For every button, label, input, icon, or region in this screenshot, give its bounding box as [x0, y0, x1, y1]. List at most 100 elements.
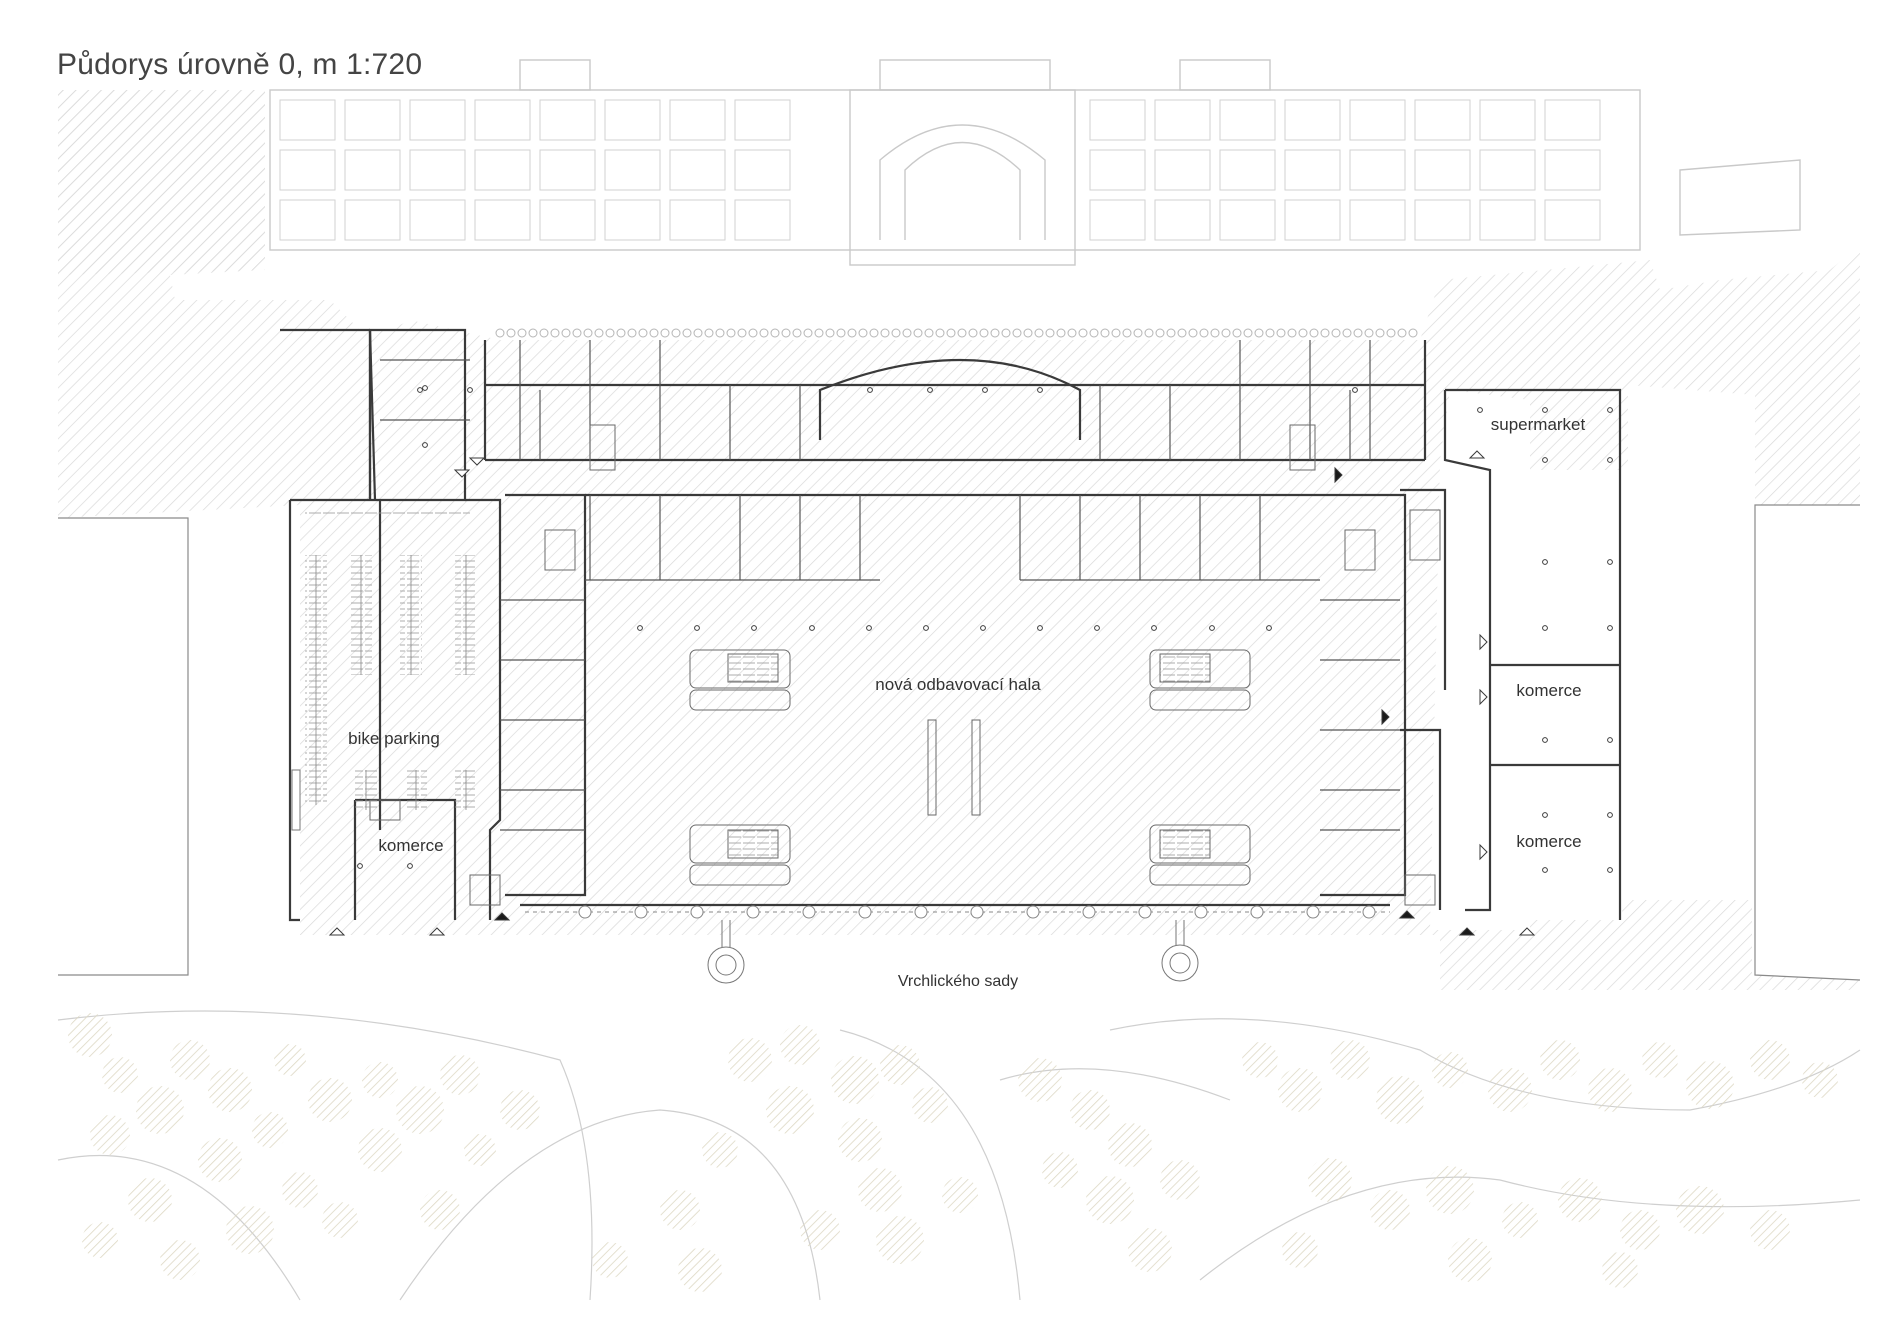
park-paths — [57, 1010, 1861, 1301]
park-tree — [1676, 1186, 1724, 1234]
canopy-column — [858, 905, 872, 919]
tree-row-dot — [1265, 328, 1275, 338]
canopy-column — [634, 905, 648, 919]
tree-row-dot — [1408, 328, 1418, 338]
column — [407, 863, 413, 869]
tree-row-dot — [561, 328, 571, 338]
park-tree — [420, 1190, 460, 1230]
tree-row-dot — [1375, 328, 1385, 338]
park-tree — [876, 1216, 924, 1264]
park-tree — [282, 1172, 318, 1208]
tree-row-dot — [957, 328, 967, 338]
spiral-stairs — [707, 920, 1199, 984]
tree-row-dot — [1045, 328, 1055, 338]
tree-row-dot — [1276, 328, 1286, 338]
park-tree — [1278, 1068, 1322, 1112]
park-tree — [678, 1248, 722, 1292]
canopy-columns — [578, 905, 1376, 919]
park-tree — [1086, 1176, 1134, 1224]
tree-row-dot — [616, 328, 626, 338]
tree-row-dot — [869, 328, 879, 338]
park-tree — [1330, 1040, 1370, 1080]
tree-row-dot — [638, 328, 648, 338]
label-bike-parking: bike parking — [348, 729, 440, 748]
column — [1266, 625, 1272, 631]
column — [866, 625, 872, 631]
park-tree — [1558, 1178, 1602, 1222]
park-tree — [252, 1112, 288, 1148]
park-tree — [660, 1190, 700, 1230]
canopy-column — [802, 905, 816, 919]
canopy-column — [746, 905, 760, 919]
canopy-column — [1138, 905, 1152, 919]
tree-row-dot — [1155, 328, 1165, 338]
canopy-column — [1306, 905, 1320, 919]
tree-row-dot — [836, 328, 846, 338]
tree-row-dot — [495, 328, 505, 338]
park-tree — [1370, 1190, 1410, 1230]
tree-row-dot — [594, 328, 604, 338]
tree-row-dot — [781, 328, 791, 338]
park-trees — [68, 1013, 1838, 1292]
label-komerce-left: komerce — [378, 836, 444, 855]
tree-row-dot — [1199, 328, 1209, 338]
park-tree — [1448, 1238, 1492, 1282]
column — [1607, 559, 1613, 565]
park-tree — [1042, 1152, 1078, 1188]
tree-row-dot — [858, 328, 868, 338]
column — [694, 625, 700, 631]
column — [923, 625, 929, 631]
park-tree — [1308, 1158, 1352, 1202]
tree-row — [495, 328, 1418, 338]
park-tree — [800, 1210, 840, 1250]
tree-row-dot — [770, 328, 780, 338]
park-tree — [838, 1118, 882, 1162]
tree-row-dot — [1210, 328, 1220, 338]
column — [467, 387, 473, 393]
tree-row-dot — [759, 328, 769, 338]
column — [1542, 867, 1548, 873]
park-tree — [1540, 1040, 1580, 1080]
park-tree — [1426, 1166, 1474, 1214]
park-tree — [728, 1038, 772, 1082]
tree-row-dot — [1331, 328, 1341, 338]
escalators — [369, 424, 1441, 906]
column — [1037, 625, 1043, 631]
column — [417, 387, 423, 393]
canopy-column — [970, 905, 984, 919]
tree-row-dot — [1298, 328, 1308, 338]
column — [927, 387, 933, 393]
park-tree — [942, 1177, 978, 1213]
canopy-column — [578, 905, 592, 919]
column — [1542, 457, 1548, 463]
column — [980, 625, 986, 631]
park-tree — [322, 1202, 358, 1238]
canopy-column — [1194, 905, 1208, 919]
park-tree — [1750, 1040, 1790, 1080]
column — [1209, 625, 1215, 631]
canopy-column — [1250, 905, 1264, 919]
bike-ramp — [291, 769, 301, 831]
tree-row-dot — [649, 328, 659, 338]
tree-row-dot — [1133, 328, 1143, 338]
new-building-walls — [280, 328, 1622, 922]
park-tree — [308, 1078, 352, 1122]
tree-row-dot — [1122, 328, 1132, 338]
park-tree — [766, 1086, 814, 1134]
label-supermarket: supermarket — [1490, 415, 1586, 434]
park-tree — [136, 1086, 184, 1134]
column — [1607, 737, 1613, 743]
label-komerce-right-top: komerce — [1516, 681, 1582, 700]
tree-row-dot — [1078, 328, 1088, 338]
tree-row-dot — [1012, 328, 1022, 338]
tree-row-dot — [968, 328, 978, 338]
tree-row-dot — [1287, 328, 1297, 338]
tree-row-dot — [814, 328, 824, 338]
tree-row-dot — [946, 328, 956, 338]
tree-row-dot — [1386, 328, 1396, 338]
tree-row-dot — [913, 328, 923, 338]
column — [751, 625, 757, 631]
park-tree — [1620, 1210, 1660, 1250]
column — [1607, 407, 1613, 413]
